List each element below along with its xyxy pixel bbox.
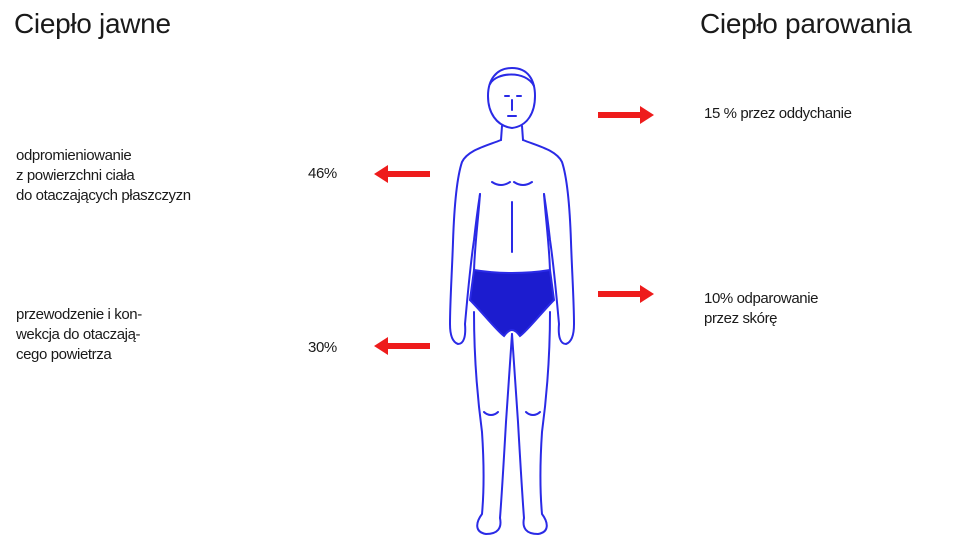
label-skin-evaporation: 10% odparowanie przez skórę [704, 289, 818, 329]
heading-sensible-heat: Ciepło jawne [14, 8, 171, 40]
percent-radiation: 46% [308, 165, 337, 182]
arrow-left-icon [372, 334, 432, 358]
human-figure [430, 62, 595, 540]
arrow-right-icon [596, 103, 656, 127]
heading-evaporative-heat: Ciepło parowania [700, 8, 912, 40]
arrow-right-icon [596, 282, 656, 306]
label-radiation: odpromieniowanie z powierzchni ciała do … [16, 146, 191, 206]
arrow-left-icon [372, 162, 432, 186]
label-respiration: 15 % przez oddychanie [704, 104, 852, 124]
label-convection: przewodzenie i kon- wekcja do otaczają- … [16, 305, 142, 365]
percent-convection: 30% [308, 339, 337, 356]
